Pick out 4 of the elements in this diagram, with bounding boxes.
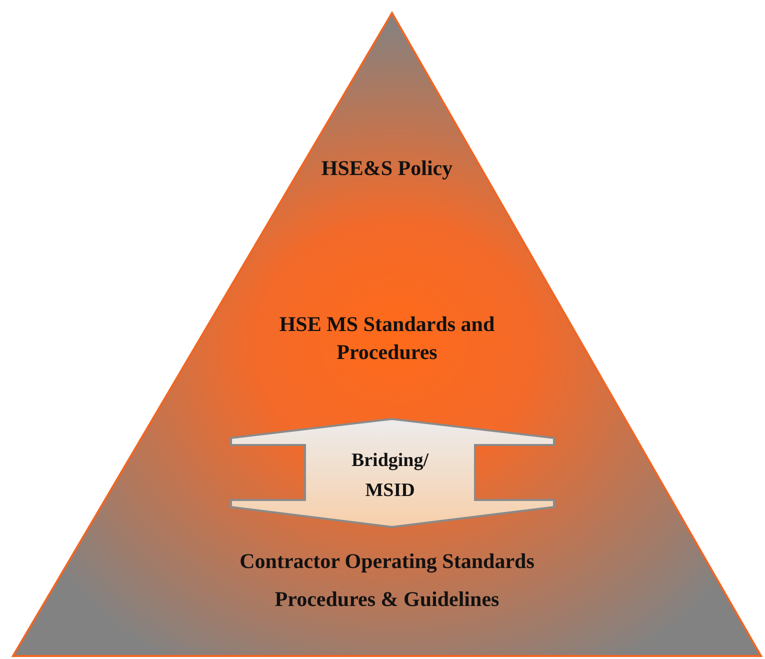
level-label: HSE MS Standards and Procedures [278, 311, 496, 366]
arrow-label: Bridging/ MSID [350, 449, 430, 503]
level-label: Contractor Operating Standards Procedures & Guidelines [238, 548, 536, 613]
level-label: HSE&S Policy [320, 155, 454, 182]
